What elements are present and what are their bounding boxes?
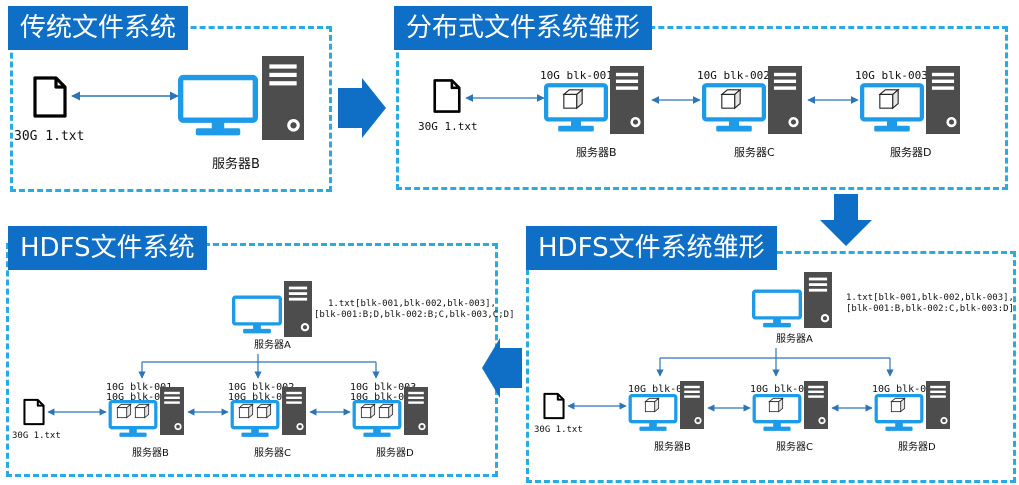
distributed-server-d: 10G blk-003 服务器D	[855, 66, 960, 159]
block-cube-icon	[238, 403, 254, 419]
block-cube-icon	[116, 403, 132, 419]
block-cube-icon	[134, 403, 150, 419]
metadata-line2: [blk-001:B;D,blk-002:B;C,blk-003,C;D]	[314, 310, 514, 320]
distributed-server-c: 10G blk-002 服务器C	[697, 66, 802, 159]
server-label: 服务器D	[890, 146, 931, 159]
server-tower-icon	[680, 381, 704, 429]
block-label: 10G blk-003	[855, 69, 928, 82]
server-label: 服务器B	[132, 446, 169, 459]
traditional-title: 传统文件系统	[8, 6, 189, 50]
server-label: 服务器C	[254, 446, 291, 459]
monitor-icon	[232, 295, 282, 336]
server-label: 服务器B	[576, 146, 617, 159]
block-cube-icon	[256, 403, 272, 419]
distributed-title: 分布式文件系统雏形	[394, 6, 653, 50]
master-server-label: 服务器A	[776, 332, 813, 345]
block-cube-icon	[378, 403, 394, 419]
hdfs-proto-server-b: 10G blk-001 服务器B	[628, 381, 704, 453]
server-label: 服务器B	[654, 440, 691, 453]
block-cube-icon	[768, 397, 784, 413]
server-tower-icon	[610, 66, 644, 134]
server-tower-icon	[160, 387, 184, 435]
file-label: 30G 1.txt	[418, 120, 478, 133]
block-cube-icon	[879, 89, 899, 109]
hdfs-proto-server-c: 10G blk-002 服务器C	[750, 381, 828, 453]
block-cube-icon	[721, 89, 741, 109]
file-icon	[33, 76, 67, 118]
server-label: 服务器D	[898, 440, 936, 453]
monitor-icon	[752, 289, 802, 330]
block-label: 10G blk-002	[228, 382, 294, 393]
block-label: 10G blk-003	[228, 392, 294, 403]
server-tower-icon	[768, 66, 802, 134]
distributed-server-b: 10G blk-001 服务器B	[540, 66, 644, 159]
block-label: 10G blk-001	[350, 392, 416, 403]
monitor-icon	[181, 78, 256, 136]
flow-arrow-down	[820, 194, 872, 246]
server-tower-icon	[282, 387, 306, 435]
block-label: 10G blk-001	[540, 69, 613, 82]
block-label: 10G blk-002	[697, 69, 770, 82]
hdfs-title: HDFS文件系统	[8, 226, 207, 270]
hdfs-server-c: 10G blk-002 10G blk-003 服务器C	[228, 382, 306, 459]
server-label: 服务器C	[776, 440, 813, 453]
block-cube-icon	[360, 403, 376, 419]
file-icon	[433, 79, 461, 113]
file-icon	[543, 392, 565, 420]
file-label: 30G 1.txt	[534, 425, 583, 435]
block-label: 10G blk-002	[750, 384, 816, 395]
server-label: 服务器B	[212, 156, 260, 172]
file-label: 30G 1.txt	[12, 431, 61, 441]
hdfs-server-d: 10G blk-003 10G blk-001 服务器D	[350, 382, 428, 459]
server-tower-icon	[284, 281, 312, 337]
block-cube-icon	[890, 397, 906, 413]
distributed-panel	[396, 26, 1008, 190]
hdfs-proto-title: HDFS文件系统雏形	[526, 226, 777, 270]
metadata-line1: 1.txt[blk-001,blk-002,blk-003],	[328, 299, 496, 309]
flow-arrow-right	[338, 78, 386, 138]
server-label: 服务器D	[376, 446, 414, 459]
server-tower-icon	[926, 66, 960, 134]
block-label: 10G blk-002	[106, 392, 172, 403]
hdfs-server-b: 10G blk-001 10G blk-002 服务器B	[106, 382, 184, 459]
master-server-label: 服务器A	[254, 338, 291, 351]
hdfs-proto-server-d: 10G blk-003 服务器D	[872, 381, 950, 453]
flow-arrow-left	[482, 338, 522, 398]
metadata-line1: 1.txt[blk-001,blk-002,blk-003],	[846, 293, 1014, 303]
server-label: 服务器C	[734, 146, 775, 159]
block-cube-icon	[644, 397, 660, 413]
block-label: 10G blk-001	[106, 382, 172, 393]
block-label: 10G blk-001	[628, 384, 694, 395]
server-tower-icon	[404, 387, 428, 435]
file-icon	[23, 398, 45, 426]
block-label: 10G blk-003	[350, 382, 416, 393]
block-cube-icon	[563, 89, 583, 109]
server-tower-icon	[926, 381, 950, 429]
block-label: 10G blk-003	[872, 384, 938, 395]
server-tower-icon	[804, 381, 828, 429]
server-tower-icon	[804, 272, 832, 328]
server-tower-icon	[262, 56, 304, 140]
file-label: 30G 1.txt	[14, 129, 84, 144]
metadata-line2: [blk-001:B,blk-002:C,blk-003:D]	[846, 304, 1014, 314]
